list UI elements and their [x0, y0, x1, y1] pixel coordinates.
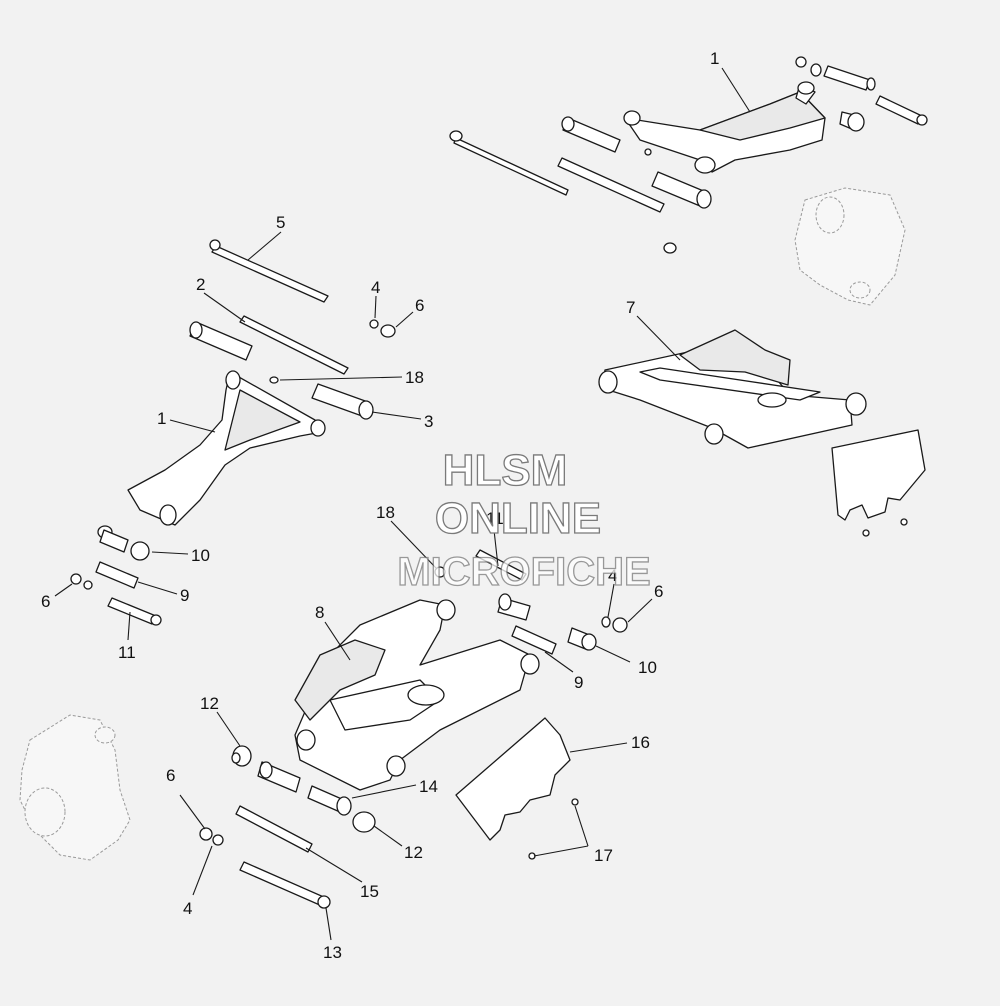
bolt-top-right	[875, 95, 928, 126]
callout-14: 14	[419, 777, 438, 796]
watermark-line-3: MICROFICHE	[397, 550, 650, 594]
bolt-long-top	[449, 130, 569, 196]
callout-11: 11	[486, 509, 504, 528]
callout-12: 12	[200, 694, 219, 713]
callout-18: 18	[405, 368, 424, 387]
callout-15: 15	[360, 882, 379, 901]
callout-4: 4	[183, 899, 192, 918]
bushing-top-1	[651, 171, 712, 209]
callout-6: 6	[166, 766, 175, 785]
grease-fitting-left	[269, 376, 279, 384]
bushings-lower-left	[231, 745, 376, 833]
sleeve-top-1	[561, 116, 621, 153]
washer-nut-lower-left	[199, 827, 224, 846]
nut-top	[644, 148, 677, 254]
sleeve-lower	[235, 805, 313, 853]
watermark: HLSM ONLINE MICROFICHE	[397, 445, 652, 594]
ghost-hub-knuckle-bottom	[19, 714, 131, 861]
callout-6: 6	[654, 582, 663, 601]
callout-6: 6	[41, 592, 50, 611]
callout-5: 5	[276, 213, 285, 232]
skid-plate-center	[455, 717, 579, 860]
callout-9: 9	[180, 586, 189, 605]
bushing-top-2	[795, 81, 865, 132]
lower-arm-assembly-right	[598, 329, 867, 449]
callout-3: 3	[424, 412, 433, 431]
callout-7: 7	[626, 298, 635, 317]
sleeve-top-2	[557, 157, 665, 213]
bushings-center-right	[497, 593, 628, 655]
callout-4: 4	[608, 566, 617, 585]
callout-2: 2	[196, 275, 205, 294]
callout-4: 4	[371, 278, 380, 297]
bolt-lower	[239, 861, 331, 909]
fitting-center	[434, 566, 446, 578]
bushings-left-lower	[70, 525, 150, 590]
upper-control-arm-top	[623, 91, 826, 174]
bushing-left-3	[311, 383, 374, 420]
lower-arm-assembly-center	[294, 599, 540, 791]
bolt-left-short	[107, 597, 162, 626]
sleeve-left	[239, 315, 349, 375]
callout-8: 8	[315, 603, 324, 622]
washer-nut-left-top	[369, 319, 396, 338]
leader-lines	[54, 67, 751, 941]
callout-16: 16	[631, 733, 650, 752]
callout-1: 1	[710, 49, 719, 68]
callout-13: 13	[323, 943, 342, 962]
upper-control-arm-left	[127, 370, 326, 526]
washers-top	[795, 56, 876, 91]
callout-12: 12	[404, 843, 423, 862]
callout-10: 10	[638, 658, 657, 677]
callout-10: 10	[191, 546, 210, 565]
bolt-long-left	[209, 239, 329, 303]
bushing-left-1	[189, 321, 253, 361]
callout-numbers: 1 5 2 4 6 18 3 1 7 10 9 6 11 18 11 4 6 8…	[41, 49, 719, 962]
bolt-center	[475, 549, 527, 581]
callout-1: 1	[157, 409, 166, 428]
callout-9: 9	[574, 673, 583, 692]
skid-plate-right	[831, 429, 926, 537]
callout-18: 18	[376, 503, 395, 522]
watermark-line-1: HLSM	[443, 446, 568, 495]
callout-17: 17	[594, 846, 613, 865]
ghost-hub-knuckle-top	[794, 187, 906, 306]
callout-11: 11	[118, 643, 136, 662]
watermark-line-2: ONLINE	[435, 494, 601, 543]
callout-6: 6	[415, 296, 424, 315]
